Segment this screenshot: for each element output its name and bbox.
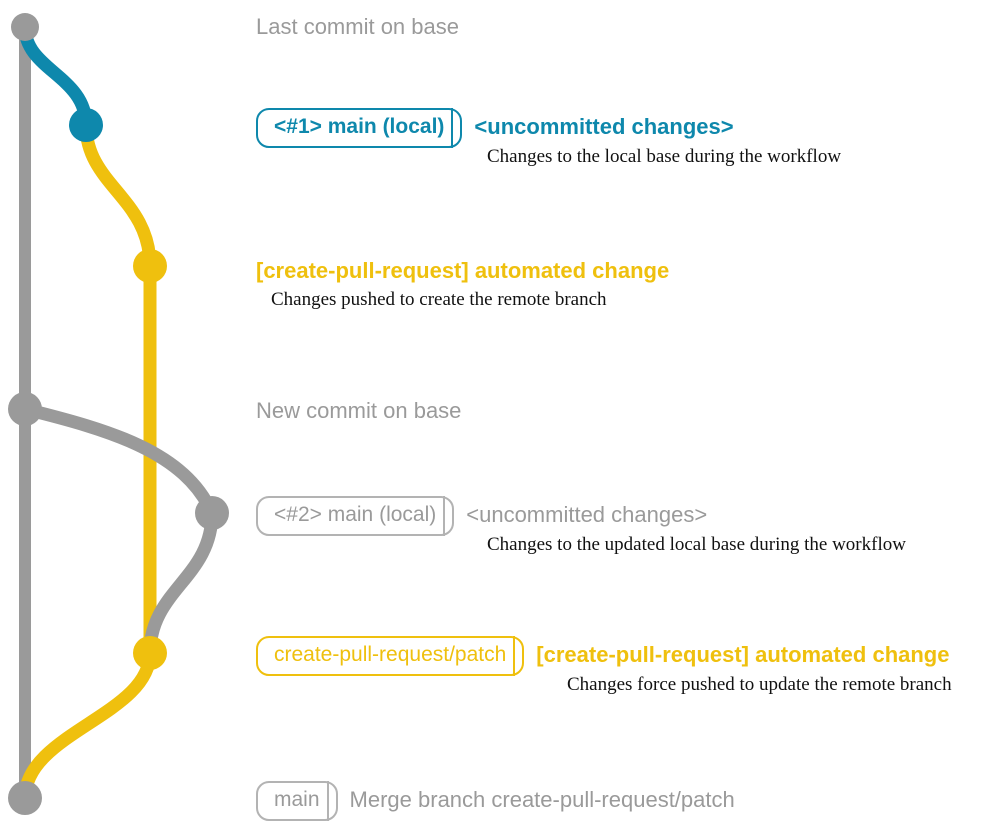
commit-subject-merge: Merge branch create-pull-request/patch <box>349 787 735 812</box>
commit-row-merge: main Merge branch create-pull-request/pa… <box>256 781 735 821</box>
ref-badge-main[interactable]: main <box>256 781 338 821</box>
ref-badge-main-local-2[interactable]: <#2> main (local) <box>256 496 455 536</box>
edge-basenew-to-local2 <box>18 402 219 520</box>
commit-node-remote-2[interactable] <box>133 636 167 670</box>
edge-base-to-local1 <box>18 20 93 132</box>
ref-badge-create-pull-request-patch[interactable]: create-pull-request/patch <box>256 636 525 676</box>
commit-node-base-merge[interactable] <box>8 781 42 815</box>
label-last-commit-on-base: Last commit on base <box>256 14 459 39</box>
commit-subject-remote-2: [create-pull-request] automated change <box>536 642 950 667</box>
commit-note-remote-2: Changes force pushed to update the remot… <box>567 674 952 695</box>
commit-row-remote-1: [create-pull-request] automated change <box>256 252 669 287</box>
commit-note-local-1: Changes to the local base during the wor… <box>487 146 842 167</box>
edge-local2-to-remote2 <box>143 506 219 660</box>
commit-node-remote-1[interactable] <box>133 249 167 283</box>
commit-subject-remote-1: [create-pull-request] automated change <box>256 258 670 283</box>
commit-note-local-2: Changes to the updated local base during… <box>487 534 906 555</box>
label-new-commit-on-base: New commit on base <box>256 398 462 423</box>
edge-local1-to-remote1 <box>79 118 157 273</box>
commit-note-remote-1: Changes pushed to create the remote bran… <box>271 289 607 310</box>
commit-row-local-2: <#2> main (local) <uncommitted changes> <box>256 496 707 536</box>
commit-node-local-2[interactable] <box>195 496 229 530</box>
edge-remote2-to-merge <box>18 646 157 805</box>
commit-node-base-top[interactable] <box>11 13 39 41</box>
commit-subject-local-2: <uncommitted changes> <box>466 502 708 527</box>
commit-node-base-new[interactable] <box>8 392 42 426</box>
commit-row-remote-2: create-pull-request/patch [create-pull-r… <box>256 636 949 676</box>
commit-subject-local-1: <uncommitted changes> <box>474 114 734 139</box>
commit-node-local-1[interactable] <box>69 108 103 142</box>
commit-graph <box>8 13 229 815</box>
commit-row-local-1: <#1> main (local) <uncommitted changes> <box>256 108 734 148</box>
ref-badge-main-local-1[interactable]: <#1> main (local) <box>256 108 463 148</box>
